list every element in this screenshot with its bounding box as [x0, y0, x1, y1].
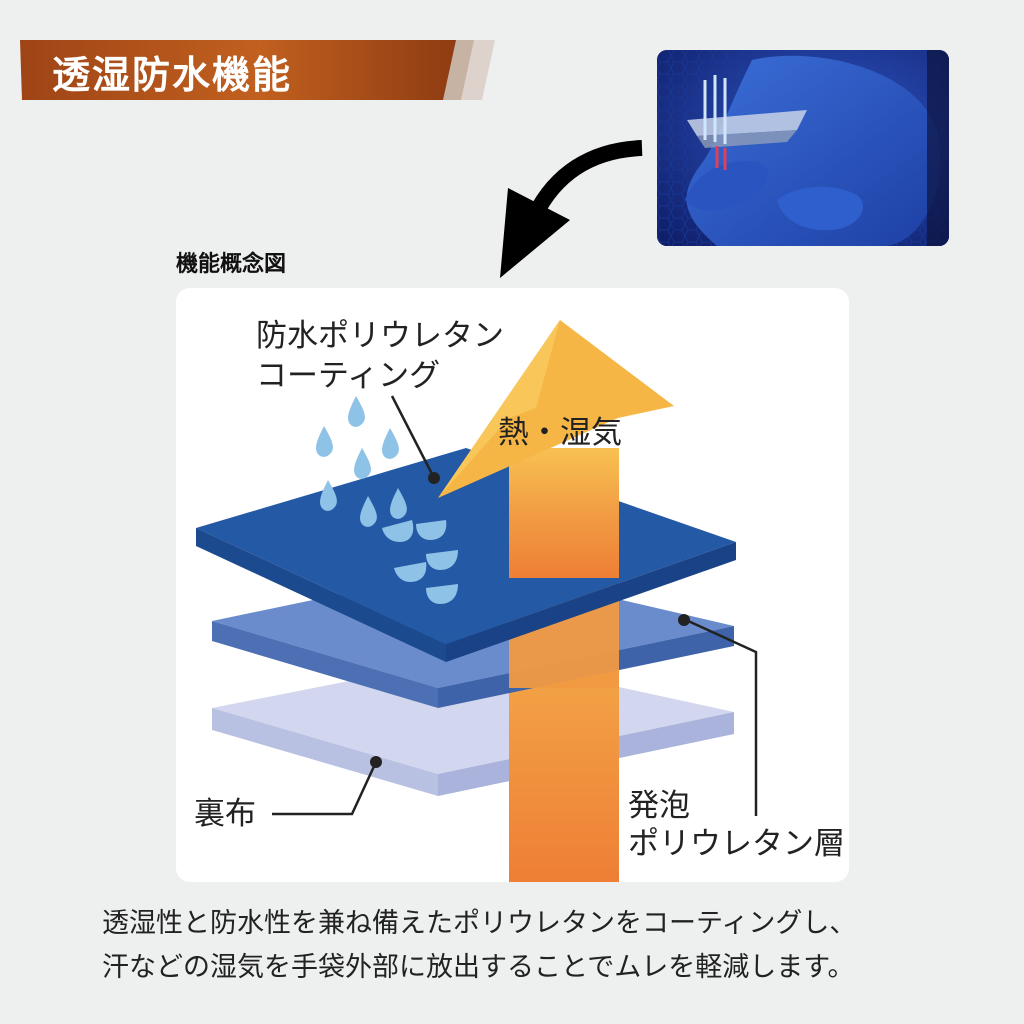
caption-line2: 汗などの湿気を手袋外部に放出することでムレを軽減します。 — [102, 952, 855, 983]
caption: 透湿性と防水性を兼ね備えたポリウレタンをコーティングし、 汗などの湿気を手袋外部… — [102, 902, 952, 990]
foam-label-line2: ポリウレタン層 — [628, 826, 845, 862]
coating-label-line1: 防水ポリウレタン — [256, 318, 504, 354]
leader-dots — [370, 472, 690, 768]
diagram-label: 機能概念図 — [176, 252, 287, 277]
glove-photo — [657, 50, 949, 246]
curved-arrow-icon — [500, 140, 643, 278]
lining-label: 裏布 — [194, 796, 256, 832]
foam-label-line1: 発泡 — [628, 788, 690, 824]
header-banner — [20, 40, 495, 100]
heat-label: 熱・湿気 — [498, 415, 622, 451]
water-droplet-icon — [316, 396, 458, 604]
heat-arrow — [438, 320, 674, 578]
coating-label-line2: コーティング — [256, 358, 440, 394]
page-title: 透湿防水機能 — [52, 53, 293, 97]
leader-lines — [272, 395, 758, 816]
diagram-panel: 防水ポリウレタン コーティング 熱・湿気 裏布 発泡 ポリウレタン層 — [176, 288, 849, 882]
caption-line1: 透湿性と防水性を兼ね備えたポリウレタンをコーティングし、 — [102, 908, 857, 939]
